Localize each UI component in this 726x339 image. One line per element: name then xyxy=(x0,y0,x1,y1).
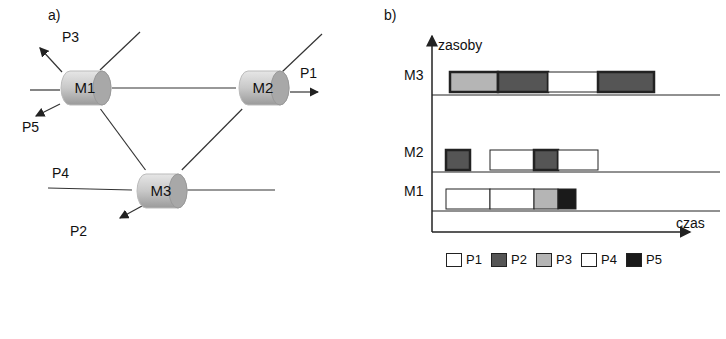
text-label: M3 xyxy=(404,68,423,82)
machine-label: M2 xyxy=(236,67,290,109)
legend-swatch xyxy=(536,253,552,267)
chart-axes xyxy=(432,36,720,232)
legend-item: P1 xyxy=(446,252,482,267)
legend-swatch xyxy=(491,253,507,267)
legend-text: P3 xyxy=(556,252,572,267)
legend-swatch xyxy=(446,253,462,267)
legend-text: P1 xyxy=(466,252,482,267)
legend-text: P4 xyxy=(601,252,617,267)
connector xyxy=(182,109,242,170)
legend-item: P5 xyxy=(626,252,662,267)
connector xyxy=(112,87,236,88)
text-label: P1 xyxy=(300,66,317,80)
legend-swatch xyxy=(626,253,642,267)
legend-text: P5 xyxy=(646,252,662,267)
text-label: P5 xyxy=(22,120,39,134)
legend-text: P2 xyxy=(511,252,527,267)
flow-lines xyxy=(30,32,322,218)
text-label: P2 xyxy=(70,224,87,238)
text-label: M2 xyxy=(404,145,423,159)
connector xyxy=(100,109,145,170)
machine-label: M1 xyxy=(58,67,112,109)
text-label: zasoby xyxy=(438,38,482,52)
legend-item: P3 xyxy=(536,252,572,267)
text-label: czas xyxy=(676,216,705,230)
gantt-bars xyxy=(446,72,654,209)
machine-node: M2 xyxy=(236,67,290,109)
text-label: M1 xyxy=(404,184,423,198)
text-label: P4 xyxy=(52,166,69,180)
text-label: b) xyxy=(384,8,396,22)
text-label: P3 xyxy=(62,30,79,44)
machine-label: M3 xyxy=(134,170,188,212)
legend-item: P4 xyxy=(581,252,617,267)
machine-node: M3 xyxy=(134,170,188,212)
machine-node: M1 xyxy=(58,67,112,109)
legend-swatch xyxy=(581,253,597,267)
text-label: a) xyxy=(48,8,60,22)
legend-item: P2 xyxy=(491,252,527,267)
